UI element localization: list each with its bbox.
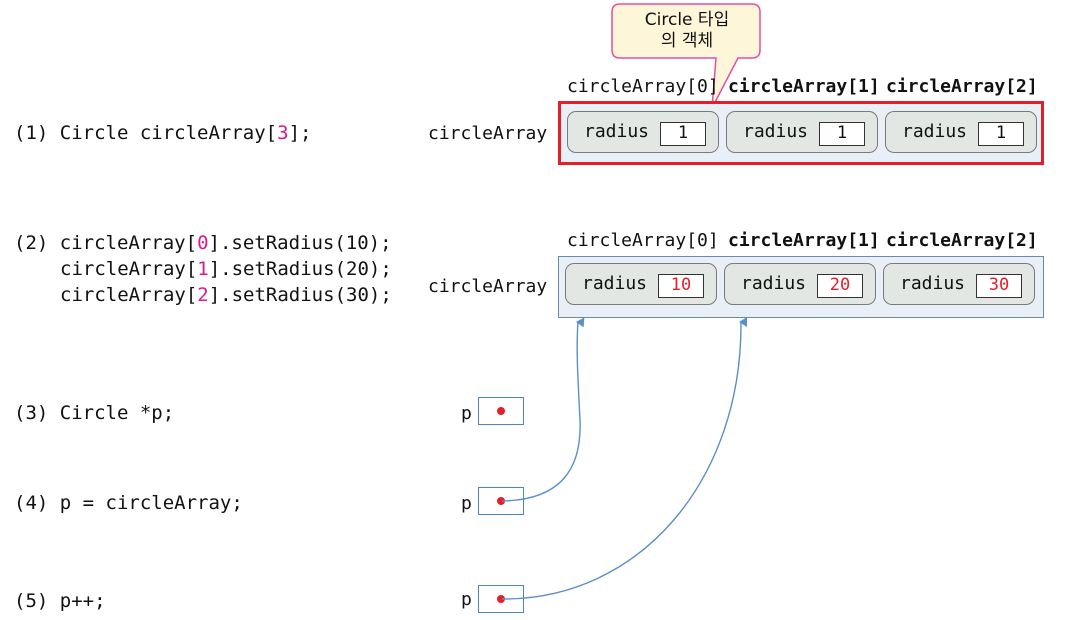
array-1-cell-1: radius 1 — [726, 111, 878, 153]
step-5-code: (5) p++; — [14, 588, 106, 614]
pointer-box-4 — [478, 487, 524, 515]
radius-value: 1 — [819, 122, 865, 146]
step-2-code: (2) circleArray[0].setRadius(10); circle… — [14, 230, 392, 308]
code-text: p++; — [59, 590, 106, 612]
code-line: circleArray[2].setRadius(30); — [14, 282, 392, 308]
pointer-dot — [497, 407, 505, 415]
pointer-dot — [497, 595, 505, 603]
pointer-dot — [497, 497, 505, 505]
step-3-code: (3) Circle *p; — [14, 400, 174, 426]
array-2-box: radius 10 radius 20 radius 30 — [558, 256, 1044, 318]
step-number: (5) — [14, 590, 49, 612]
step-number: (3) — [14, 402, 49, 424]
radius-value: 30 — [976, 274, 1022, 298]
callout-line-2: 의 객체 — [660, 31, 714, 51]
array-label: circleArray — [428, 123, 548, 144]
step-1-code: (1) Circle circleArray[3]; — [14, 120, 311, 146]
step-4-code: (4) p = circleArray; — [14, 490, 243, 516]
code-highlight: 3 — [277, 122, 289, 144]
radius-value: 1 — [660, 122, 706, 146]
code-highlight: 1 — [197, 258, 209, 280]
code-text: ].setRadius(30); — [208, 284, 392, 306]
radius-label: radius — [902, 121, 968, 142]
array-2-cell-2: radius 30 — [883, 263, 1035, 305]
radius-label: radius — [743, 121, 809, 142]
arrow-p-to-element-1 — [501, 316, 748, 600]
code-text: Circle *p; — [59, 402, 175, 424]
pointer-label: p — [461, 403, 472, 424]
code-text: ]; — [288, 122, 312, 144]
radius-value: 10 — [658, 274, 704, 298]
code-text: ].setRadius(10); — [208, 232, 392, 254]
code-line: circleArray[1].setRadius(20); — [14, 256, 392, 282]
step-number: (2) — [14, 232, 49, 254]
pointer-box-5 — [478, 585, 524, 613]
index-label-1: circleArray[1] — [728, 76, 880, 97]
array-1-box: radius 1 radius 1 radius 1 — [558, 101, 1044, 165]
array-1-cell-2: radius 1 — [885, 111, 1037, 153]
index-label-0: circleArray[0] — [567, 76, 719, 97]
radius-value: 20 — [817, 274, 863, 298]
callout-bubble — [611, 3, 761, 109]
array-2-cell-0: radius 10 — [565, 263, 717, 305]
index-label-2: circleArray[2] — [886, 230, 1038, 251]
code-text: circleArray[ — [59, 232, 198, 254]
code-text: circleArray[ — [60, 284, 198, 306]
code-line: (2) circleArray[0].setRadius(10); — [14, 230, 392, 256]
index-label-0: circleArray[0] — [567, 230, 719, 251]
radius-label: radius — [900, 273, 966, 294]
array-1-cell-0: radius 1 — [567, 111, 719, 153]
radius-value: 1 — [978, 122, 1024, 146]
radius-label: radius — [741, 273, 807, 294]
code-text: circleArray[ — [60, 258, 198, 280]
code-text: ].setRadius(20); — [208, 258, 392, 280]
pointer-label: p — [461, 589, 472, 610]
code-text: p = circleArray; — [59, 492, 243, 514]
code-highlight: 2 — [197, 284, 209, 306]
radius-label: radius — [582, 273, 648, 294]
code-text: Circle circleArray[ — [59, 122, 278, 144]
array-2-cell-1: radius 20 — [724, 263, 876, 305]
step-number: (1) — [14, 122, 49, 144]
pointer-label: p — [461, 493, 472, 514]
pointer-box-3 — [478, 397, 524, 425]
callout-line-1: Circle 타입 — [644, 10, 730, 30]
array-label: circleArray — [428, 276, 548, 297]
callout-text: Circle 타입 의 객체 — [614, 10, 760, 52]
index-label-2: circleArray[2] — [886, 76, 1038, 97]
code-highlight: 0 — [197, 232, 209, 254]
radius-label: radius — [584, 121, 650, 142]
step-number: (4) — [14, 492, 49, 514]
index-label-1: circleArray[1] — [728, 230, 880, 251]
